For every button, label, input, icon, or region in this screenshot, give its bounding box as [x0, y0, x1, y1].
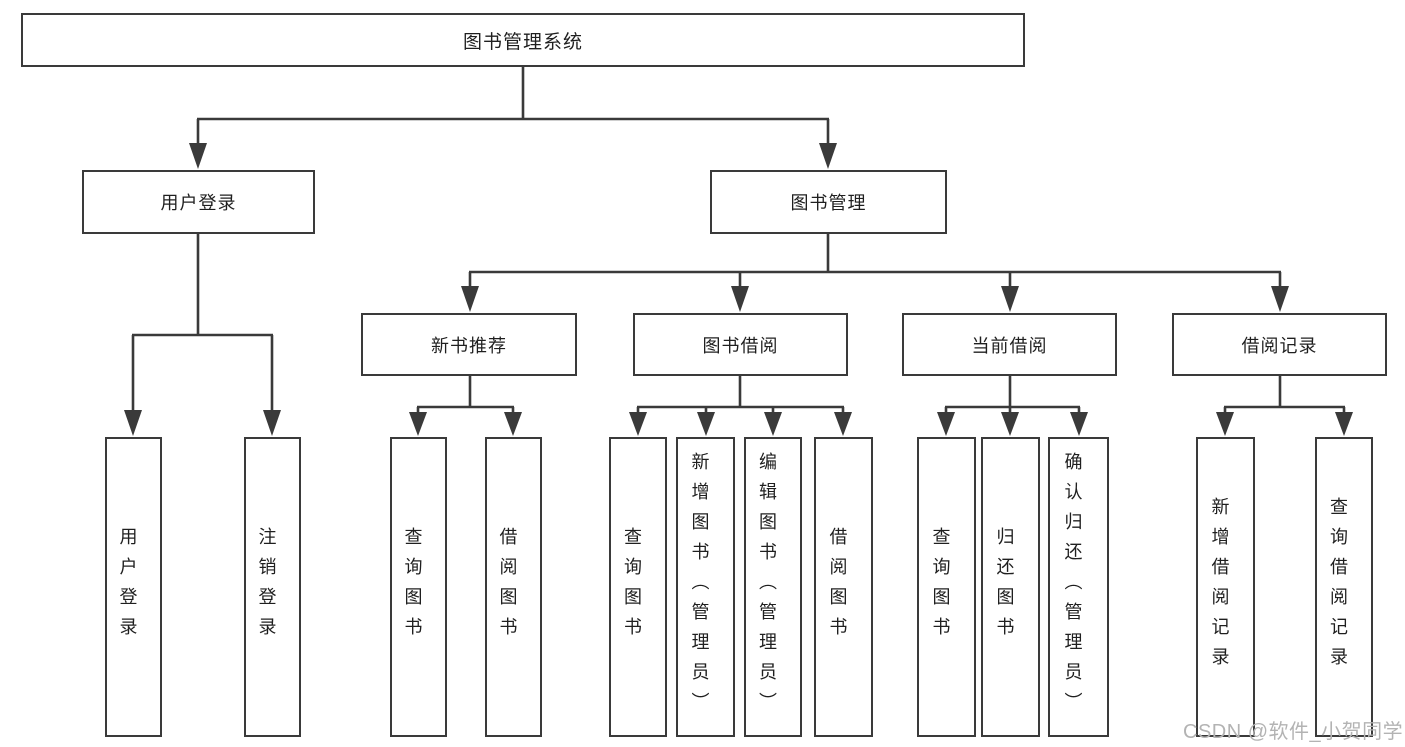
node-borrowing-records: 借阅记录	[1172, 313, 1387, 376]
leaf-return-books: 归还图书	[981, 437, 1040, 737]
node-library-management-system: 图书管理系统	[21, 13, 1025, 67]
leaf-add-books-admin: 新增图书（管理员）	[676, 437, 735, 737]
leaf-query-borrow-record: 查询借阅记录	[1315, 437, 1373, 737]
leaf-query-books-current: 查询图书	[917, 437, 976, 737]
leaf-add-borrow-record: 新增借阅记录	[1196, 437, 1255, 737]
node-current-borrowing: 当前借阅	[902, 313, 1117, 376]
connector-new-book-to-leaves	[409, 376, 522, 436]
node-book-management: 图书管理	[710, 170, 947, 234]
leaf-query-books-borrow: 查询图书	[609, 437, 667, 737]
leaf-edit-books-admin: 编辑图书（管理员）	[744, 437, 802, 737]
leaf-borrow-books: 借阅图书	[814, 437, 873, 737]
node-new-book-recommendation: 新书推荐	[361, 313, 577, 376]
leaf-user-login: 用户登录	[105, 437, 162, 737]
connector-borrow-records-to-leaves	[1216, 376, 1353, 436]
connector-current-borrow-to-leaves	[937, 376, 1088, 436]
connector-root-to-level2	[189, 67, 837, 169]
connector-user-login-to-leaves	[124, 234, 281, 436]
leaf-query-books-recommend: 查询图书	[390, 437, 447, 737]
leaf-borrow-books-recommend: 借阅图书	[485, 437, 542, 737]
leaf-logout: 注销登录	[244, 437, 301, 737]
csdn-watermark: CSDN @软件_小贺同学	[1183, 721, 1404, 743]
leaf-confirm-return-admin: 确认归还（管理员）	[1048, 437, 1109, 737]
connector-book-borrow-to-leaves	[629, 376, 852, 436]
connector-book-management-to-level3	[461, 234, 1289, 312]
node-user-login: 用户登录	[82, 170, 315, 234]
node-book-borrowing: 图书借阅	[633, 313, 848, 376]
